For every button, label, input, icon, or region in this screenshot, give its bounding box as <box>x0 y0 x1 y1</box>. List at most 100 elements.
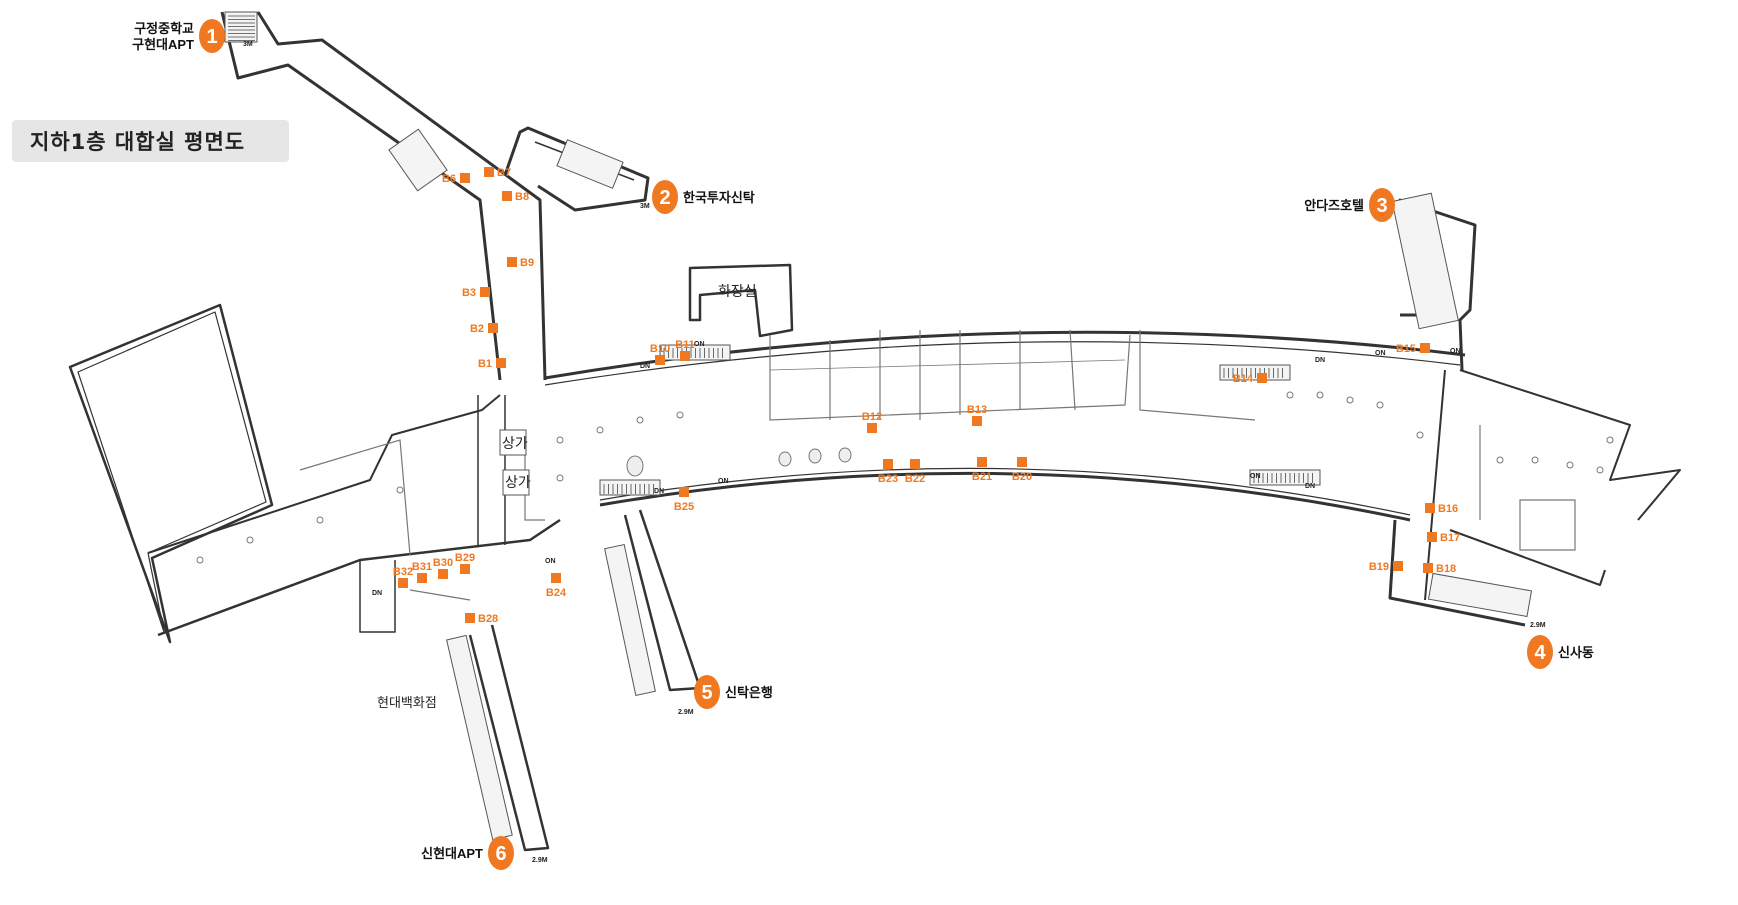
exit-number-badge <box>1527 635 1553 669</box>
gate-label-b7: B7 <box>497 167 511 179</box>
gate-marker-b6 <box>460 173 470 183</box>
gate-label-b11: B11 <box>675 339 695 351</box>
gate-marker-b31 <box>417 573 427 583</box>
height-label: 2.9M <box>532 857 548 864</box>
gate-marker-b13 <box>972 416 982 426</box>
exit-5: 5 신탁은행 <box>694 675 773 709</box>
gate-label-b2: B2 <box>470 323 484 335</box>
gate-marker-b14 <box>1257 373 1267 383</box>
gate-marker-b17 <box>1427 532 1437 542</box>
gate-marker-b9 <box>507 257 517 267</box>
gate-label-b12: B12 <box>862 411 882 423</box>
stair-dir-label: DN <box>654 488 664 495</box>
gate-marker-b3 <box>480 287 490 297</box>
gate-label-b13: B13 <box>967 404 987 416</box>
gate-label-b18: B18 <box>1436 563 1456 575</box>
gate-marker-b28 <box>465 613 475 623</box>
gate-label-b32: B32 <box>393 566 413 578</box>
exit-number: 5 <box>701 682 712 704</box>
gate-label-b14: B14 <box>1233 373 1254 385</box>
gate-label-b1: B1 <box>478 358 492 370</box>
gate-marker-b12 <box>867 423 877 433</box>
gate-marker-b23 <box>883 459 893 469</box>
gate-label-b15: B15 <box>1396 343 1416 355</box>
map-title-box: 지하1층 대합실 평면도 <box>12 120 289 162</box>
exit-number-badge <box>488 836 514 870</box>
gate-label-b8: B8 <box>515 191 529 203</box>
gate-marker-b20 <box>1017 457 1027 467</box>
gate-label-b17: B17 <box>1440 532 1460 544</box>
room-labels: 화장실 상가 상가 현대백화점 <box>377 283 757 710</box>
gate-marker-b25 <box>679 487 689 497</box>
stair-dir-label: DN <box>372 590 382 597</box>
gate-marker-b11 <box>680 351 690 361</box>
height-label: 3M <box>243 41 253 48</box>
gate-marker-b2 <box>488 323 498 333</box>
exit-destination: 구현대APT <box>132 37 194 52</box>
gate-label-b16: B16 <box>1438 503 1458 515</box>
stair-hatching <box>228 15 1313 494</box>
gate-marker-b24 <box>551 573 561 583</box>
gate-label-b25: B25 <box>674 501 694 513</box>
gate-marker-b10 <box>655 355 665 365</box>
exit-3: 3 안다즈호텔 <box>1304 188 1395 222</box>
exit-destination: 신현대APT <box>421 846 483 861</box>
columns <box>196 391 1614 564</box>
stair-dir-label: ON <box>1250 473 1261 480</box>
stair-dir-label: ON <box>1375 350 1386 357</box>
gate-label-b9: B9 <box>520 257 534 269</box>
map-title: 지하1층 대합실 평면도 <box>30 130 246 154</box>
gate-label-b29: B29 <box>455 552 475 564</box>
stair-dir-label: ON <box>545 558 556 565</box>
gate-label-b23: B23 <box>878 473 898 485</box>
gate-label-b10: B10 <box>650 343 670 355</box>
shop-label: 상가 <box>505 474 531 490</box>
gate-label-b24: B24 <box>546 587 567 599</box>
stair-dir-label: DN <box>1315 357 1325 364</box>
stair-dir-label: DN <box>1305 483 1315 490</box>
height-label: 3M <box>640 203 650 210</box>
gate-label-b6: B6 <box>442 173 456 185</box>
stair-dir-label: ON <box>1450 348 1461 355</box>
exit-destination: 한국투자신탁 <box>683 190 755 205</box>
gate-marker-b29 <box>460 564 470 574</box>
gate-marker-b7 <box>484 167 494 177</box>
exit-destination: 신탁은행 <box>725 685 773 700</box>
exit-destination: 신사동 <box>1558 645 1594 660</box>
gate-marker-b22 <box>910 459 920 469</box>
exit-destination: 안다즈호텔 <box>1304 198 1364 213</box>
gate-label-b31: B31 <box>412 561 432 573</box>
stair-dir-label: ON <box>718 478 729 485</box>
exit-destination: 구정중학교 <box>134 21 194 36</box>
stair-dir-label: DN <box>640 363 650 370</box>
gate-marker-b32 <box>398 578 408 588</box>
exit-number: 3 <box>1376 195 1387 217</box>
stairs <box>224 11 1533 841</box>
stair-labels: 3M 3M 2.9M 2.9M 2.9M DN ON DN ON DN ON O… <box>243 41 1546 864</box>
exit-number-badge <box>199 19 225 53</box>
gate-marker-b21 <box>977 457 987 467</box>
gate-label-b19: B19 <box>1369 561 1389 573</box>
exit-number: 6 <box>495 843 506 865</box>
gate-label-b3: B3 <box>462 287 476 299</box>
exit-number-badge <box>694 675 720 709</box>
exit-number-badge <box>1369 188 1395 222</box>
gate-marker-b19 <box>1393 561 1403 571</box>
gate-label-b22: B22 <box>905 473 925 485</box>
gate-marker-b30 <box>438 569 448 579</box>
height-label: 2.9M <box>678 709 694 716</box>
gate-marker-b15 <box>1420 343 1430 353</box>
height-label: 2.9M <box>1530 622 1546 629</box>
exit-6: 6 신현대APT <box>421 836 514 870</box>
gate-marker-b16 <box>1425 503 1435 513</box>
gate-label-b20: B20 <box>1012 471 1032 483</box>
gate-label-b28: B28 <box>478 613 498 625</box>
interior-details <box>299 329 1576 601</box>
gate-marker-b1 <box>496 358 506 368</box>
department-store-label: 현대백화점 <box>377 695 437 710</box>
